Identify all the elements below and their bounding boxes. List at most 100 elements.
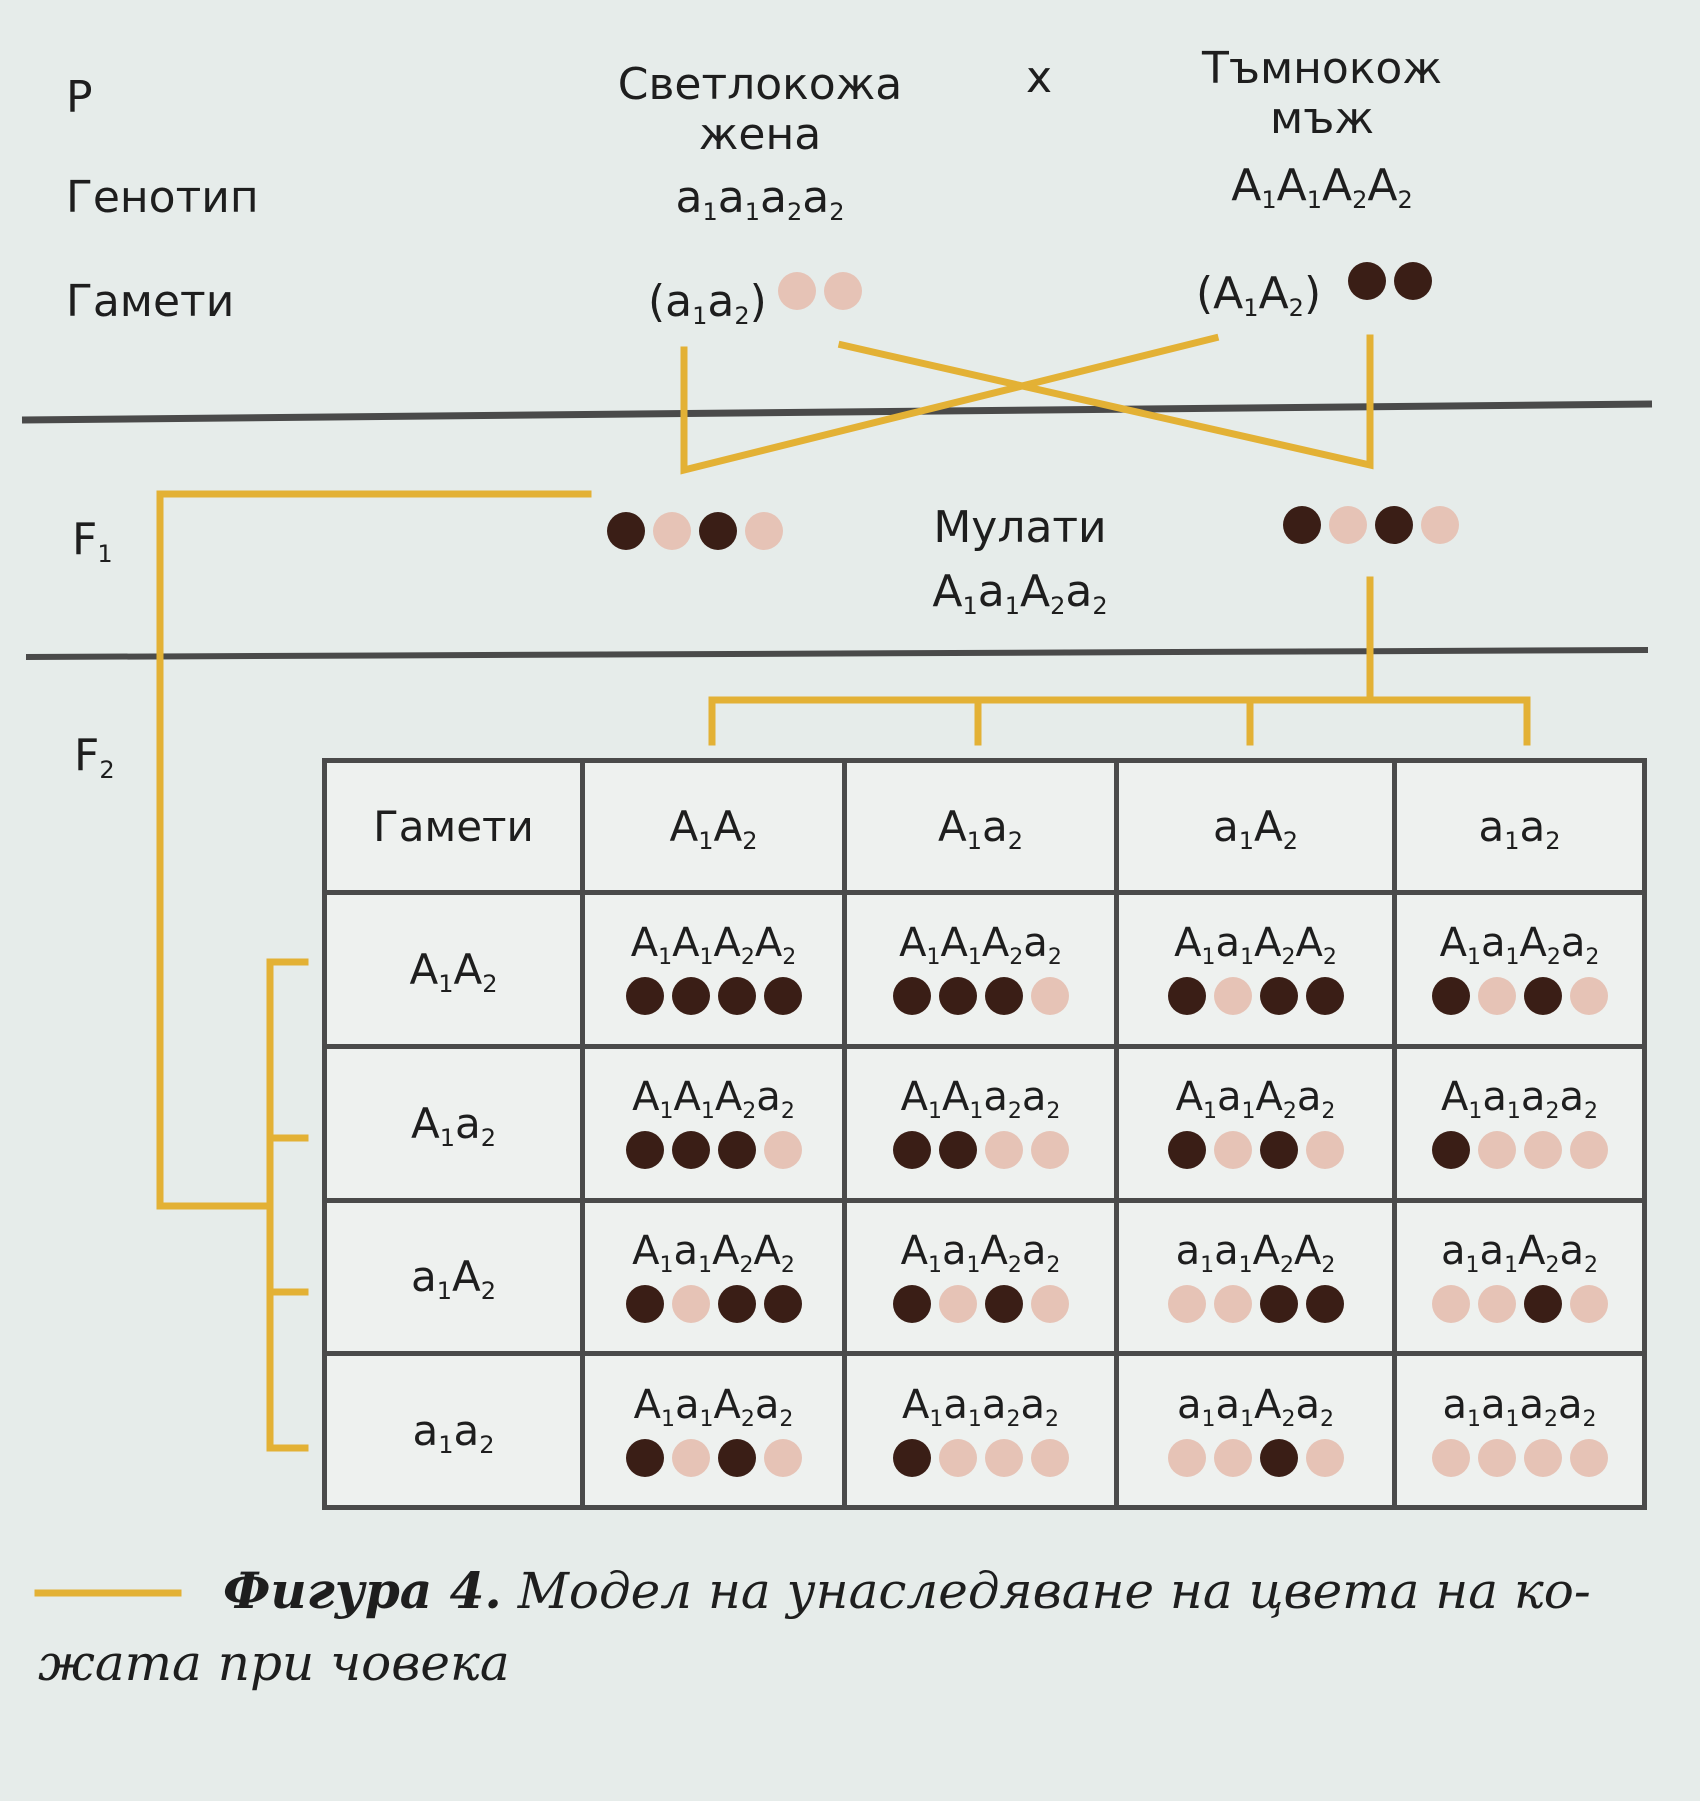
punnett-cell-r2-c1: A1A1A2a2 <box>580 1043 847 1203</box>
allele-dot-dark <box>1305 1284 1344 1323</box>
allele-dot-dark <box>671 977 710 1016</box>
divider-line-f1-f2 <box>25 647 1649 660</box>
allele-dot-light <box>1030 1438 1069 1477</box>
punnett-cell-r3-c2: A1a1A2a2 <box>842 1197 1119 1357</box>
allele-dot-dark <box>1259 1131 1298 1170</box>
cell-genotype: A1a1A2A2 <box>1174 920 1337 971</box>
row-header-gamete-2: A1a2 <box>322 1043 585 1203</box>
punnett-cell-r1-c4: A1a1A2a2 <box>1392 890 1647 1049</box>
allele-dot-dark <box>1305 977 1344 1016</box>
allele-dot-dark <box>892 1284 931 1323</box>
allele-dot-dark <box>625 1131 664 1170</box>
allele-dot-light <box>1477 977 1516 1016</box>
allele-dot-dark <box>1259 1284 1298 1323</box>
allele-dot-dark <box>1375 506 1413 544</box>
cell-genotype: a1a1a2a2 <box>1442 1381 1597 1432</box>
punnett-cell-r3-c3: a1a1A2A2 <box>1114 1197 1397 1357</box>
cell-allele-dots <box>1119 1131 1392 1170</box>
punnett-cell-r2-c2: A1A1a2a2 <box>842 1043 1119 1203</box>
cell-genotype: A1a1A2a2 <box>900 1227 1061 1278</box>
cell-allele-dots <box>1397 977 1642 1016</box>
cell-allele-dots <box>585 977 842 1016</box>
cell-allele-dots <box>847 1131 1114 1170</box>
punnett-cell-r1-c2: A1A1A2a2 <box>842 890 1119 1049</box>
f1-left-branch <box>156 490 592 1210</box>
caption-text: Модел на унаследяване на цвета на ко-жат… <box>38 1562 1591 1692</box>
allele-dot-dark <box>892 977 931 1016</box>
allele-dot-dark <box>892 1438 931 1477</box>
cell-genotype: A1A1A2a2 <box>899 920 1062 971</box>
allele-dot-dark <box>984 1284 1023 1323</box>
female-gamete-line <box>680 333 1220 475</box>
male-genotype: A1A1A2A2 <box>1231 160 1413 214</box>
allele-dot-light <box>1477 1284 1516 1323</box>
allele-dot-light <box>763 1131 802 1170</box>
allele-dot-light <box>1431 1284 1470 1323</box>
allele-dot-light <box>671 1438 710 1477</box>
allele-dot-light <box>671 1284 710 1323</box>
row-label-genotype: Генотип <box>66 172 259 223</box>
cell-genotype: A1a1A2a2 <box>1439 920 1600 971</box>
punnett-cell-r3-c1: A1a1A2A2 <box>580 1197 847 1357</box>
allele-dot-light <box>1030 1284 1069 1323</box>
divider-line-p-f1 <box>21 400 1653 424</box>
allele-dot-light <box>1523 1438 1562 1477</box>
allele-dot-dark <box>625 977 664 1016</box>
cell-genotype: a1a1A2a2 <box>1177 1381 1334 1432</box>
female-gamete-dots <box>778 272 862 310</box>
f1-label: Мулати <box>933 502 1107 553</box>
cell-genotype: A1a1A2a2 <box>1175 1074 1336 1125</box>
allele-dot-dark <box>763 977 802 1016</box>
allele-dot-dark <box>1259 1438 1298 1477</box>
allele-dot-dark <box>1523 1284 1562 1323</box>
allele-dot-light <box>1431 1438 1470 1477</box>
row-bracket <box>266 958 309 1452</box>
allele-dot-dark <box>1167 977 1206 1016</box>
cell-allele-dots <box>847 1438 1114 1477</box>
allele-dot-light <box>778 272 816 310</box>
row-label-f2: F2 <box>74 730 115 784</box>
allele-dot-light <box>1213 1284 1252 1323</box>
allele-dot-dark <box>892 1131 931 1170</box>
cross-sign: x <box>1026 52 1053 103</box>
col-bracket <box>708 696 1531 746</box>
allele-dot-dark <box>717 1131 756 1170</box>
allele-dot-dark <box>1431 1131 1470 1170</box>
allele-dot-light <box>1305 1131 1344 1170</box>
allele-dot-dark <box>717 977 756 1016</box>
punnett-cell-r1-c3: A1a1A2A2 <box>1114 890 1397 1049</box>
row-label-p: P <box>66 72 93 123</box>
allele-dot-light <box>745 512 783 550</box>
f1-dots-left <box>607 512 783 550</box>
cell-genotype: a1a1A2a2 <box>1441 1227 1598 1278</box>
figure-caption: Фигура 4. Модел на унаследяване на цвета… <box>38 1555 1658 1699</box>
allele-dot-light <box>1167 1438 1206 1477</box>
allele-dot-light <box>1477 1438 1516 1477</box>
f1-dots-right <box>1283 506 1459 544</box>
allele-dot-light <box>1213 977 1252 1016</box>
allele-dot-dark <box>1348 262 1386 300</box>
punnett-cell-r2-c4: A1a1a2a2 <box>1392 1043 1647 1203</box>
allele-dot-light <box>938 1438 977 1477</box>
punnett-cell-r4-c1: A1a1A2a2 <box>580 1351 847 1510</box>
allele-dot-light <box>1329 506 1367 544</box>
allele-dot-dark <box>699 512 737 550</box>
punnett-cell-r1-c1: A1A1A2A2 <box>580 890 847 1049</box>
allele-dot-dark <box>938 1131 977 1170</box>
allele-dot-dark <box>1259 977 1298 1016</box>
cell-genotype: A1A1A2a2 <box>632 1074 795 1125</box>
allele-dot-light <box>1030 1131 1069 1170</box>
row-label-f1: F1 <box>72 514 113 568</box>
allele-dot-dark <box>984 977 1023 1016</box>
allele-dot-dark <box>1431 977 1470 1016</box>
punnett-cell-r2-c3: A1a1A2a2 <box>1114 1043 1397 1203</box>
cell-allele-dots <box>1397 1438 1642 1477</box>
row-header-gamete-4: a1a2 <box>322 1351 585 1510</box>
allele-dot-dark <box>763 1284 802 1323</box>
female-genotype: a1a1a2a2 <box>675 172 845 226</box>
